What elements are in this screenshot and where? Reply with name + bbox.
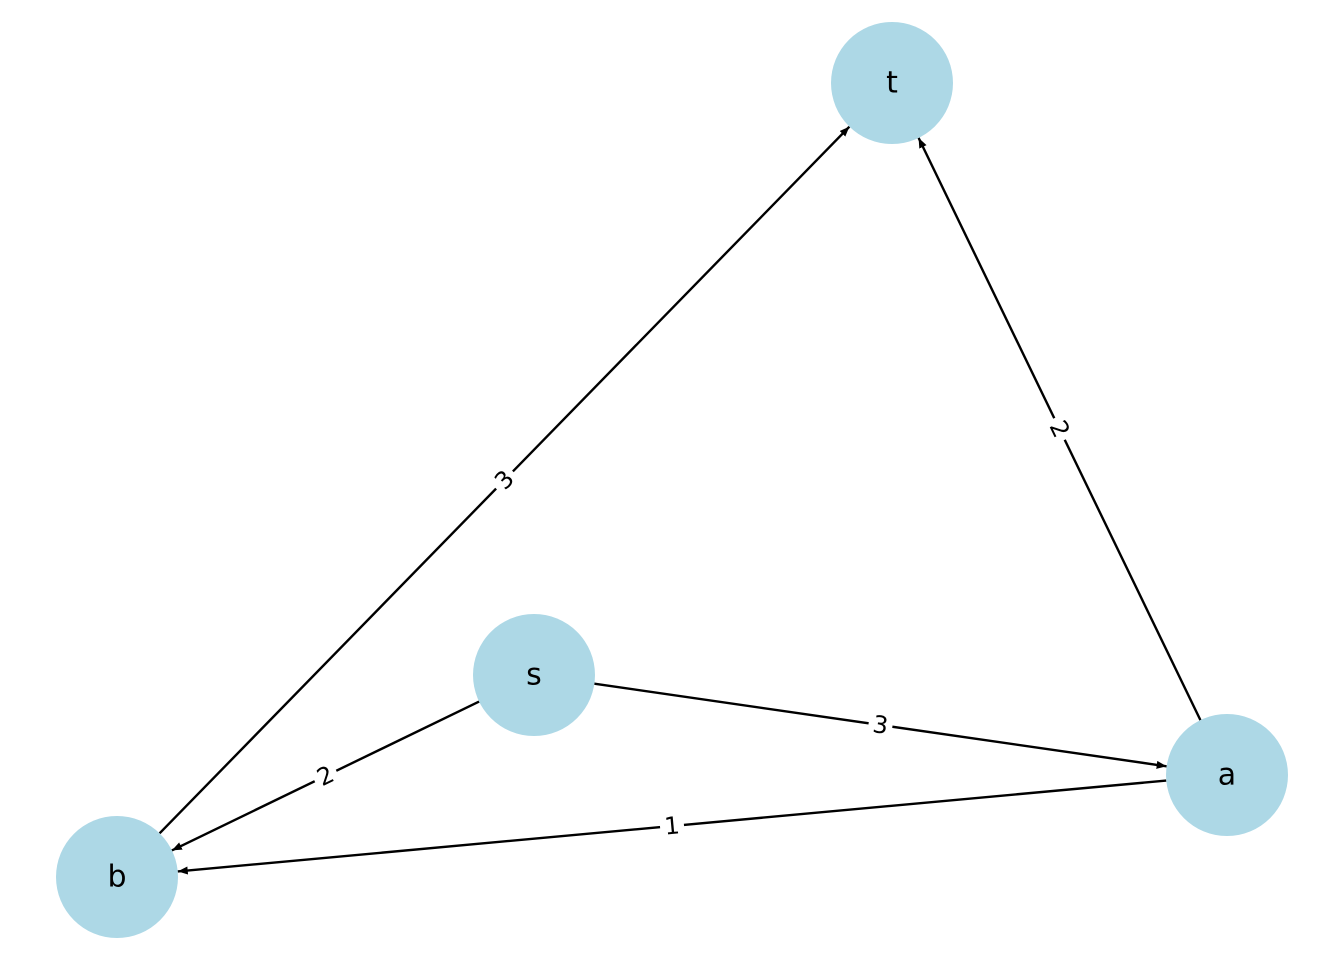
edges-layer — [158, 125, 1202, 875]
node-label-b: b — [107, 860, 126, 895]
edge-label-a-b: 1 — [658, 809, 686, 843]
edge-label-background — [485, 460, 524, 500]
edge-label-background — [658, 809, 686, 843]
edge-label-a-t: 2 — [1040, 411, 1079, 447]
edge-label-background — [866, 708, 895, 742]
node-circle-t — [831, 22, 953, 144]
node-label-a: a — [1218, 758, 1236, 793]
node-a: a — [1166, 714, 1288, 836]
edge-weight: 3 — [871, 710, 890, 740]
node-label-t: t — [886, 66, 898, 101]
node-circle-a — [1166, 714, 1288, 836]
node-label-s: s — [526, 658, 542, 693]
node-t: t — [831, 22, 953, 144]
edge-label-background — [1040, 411, 1079, 447]
nodes-layer: s a b t — [56, 22, 1288, 938]
node-circle-s — [473, 614, 595, 736]
node-circle-b — [56, 816, 178, 938]
edge-label-background — [308, 757, 343, 795]
node-b: b — [56, 816, 178, 938]
edge-label-s-a: 3 — [866, 708, 895, 742]
edge-weight: 1 — [663, 811, 681, 840]
node-s: s — [473, 614, 595, 736]
edge-label-s-b: 2 — [308, 757, 343, 795]
